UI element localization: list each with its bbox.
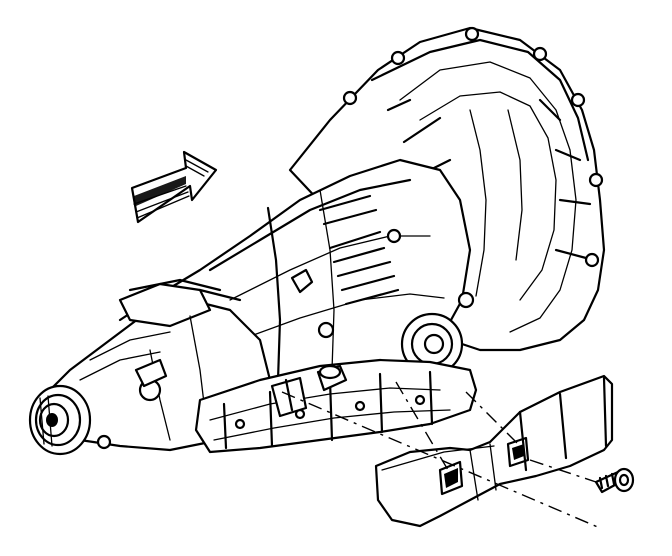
mounting-bolt <box>594 467 635 494</box>
forward-direction-arrow <box>130 150 218 224</box>
alignment-lines <box>281 381 601 529</box>
transmission-assembly <box>28 26 606 456</box>
transmission-support-bracket <box>374 374 614 528</box>
